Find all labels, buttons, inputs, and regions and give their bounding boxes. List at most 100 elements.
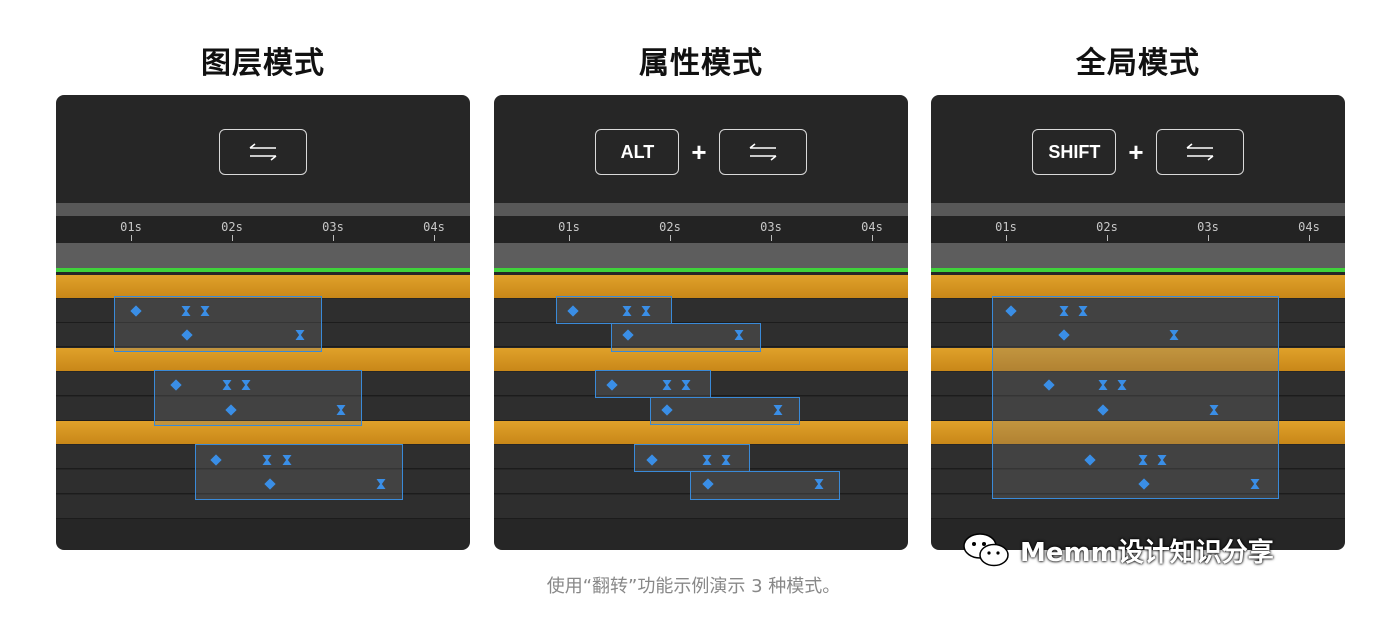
swap-key	[1155, 129, 1244, 175]
tick-mark	[1309, 235, 1310, 241]
property-track[interactable]	[494, 445, 908, 469]
wechat-icon	[963, 533, 1009, 567]
tick-mark	[569, 235, 570, 241]
layer-bar[interactable]	[56, 275, 470, 298]
layer-bar[interactable]	[931, 275, 1345, 298]
tick-mark	[333, 235, 334, 241]
easy-ease-keyframe-icon[interactable]	[734, 330, 744, 340]
swap-arrows-icon	[749, 143, 777, 161]
shortcut-keys: SHIFT +	[931, 128, 1345, 176]
property-track[interactable]	[931, 397, 1345, 421]
watermark: Memm设计知识分享	[960, 530, 1274, 570]
tick-mark	[1107, 235, 1108, 241]
keyframe-selection-box[interactable]	[690, 471, 840, 500]
work-area-bar[interactable]	[494, 243, 908, 268]
easy-ease-keyframe-icon[interactable]	[262, 455, 272, 465]
property-track[interactable]	[56, 323, 470, 347]
layer-bar[interactable]	[494, 421, 908, 444]
key-shift: SHIFT	[1032, 129, 1117, 175]
property-track[interactable]	[931, 495, 1345, 519]
property-track[interactable]	[931, 323, 1345, 347]
easy-ease-keyframe-icon[interactable]	[1059, 306, 1069, 316]
keyframe-selection-box[interactable]	[611, 323, 761, 352]
property-track[interactable]	[56, 397, 470, 421]
property-track[interactable]	[931, 470, 1345, 494]
easy-ease-keyframe-icon[interactable]	[1138, 455, 1148, 465]
property-track[interactable]	[56, 372, 470, 396]
easy-ease-keyframe-icon[interactable]	[1157, 455, 1167, 465]
property-track[interactable]	[931, 299, 1345, 323]
easy-ease-keyframe-icon[interactable]	[662, 380, 672, 390]
layer-bar[interactable]	[931, 348, 1345, 371]
layer-bar[interactable]	[494, 348, 908, 371]
keyframe-selection-box[interactable]	[195, 444, 403, 500]
swap-key	[219, 129, 307, 175]
ruler-header	[931, 203, 1345, 216]
easy-ease-keyframe-icon[interactable]	[295, 330, 305, 340]
easy-ease-keyframe-icon[interactable]	[222, 380, 232, 390]
easy-ease-keyframe-icon[interactable]	[641, 306, 651, 316]
property-track[interactable]	[494, 372, 908, 396]
tick-mark	[1208, 235, 1209, 241]
easy-ease-keyframe-icon[interactable]	[1250, 479, 1260, 489]
property-track[interactable]	[494, 397, 908, 421]
tick-label: 01s	[995, 220, 1017, 234]
tick-label: 03s	[322, 220, 344, 234]
easy-ease-keyframe-icon[interactable]	[1169, 330, 1179, 340]
plus-sign: +	[691, 136, 707, 167]
property-track[interactable]	[56, 299, 470, 323]
property-track[interactable]	[56, 445, 470, 469]
easy-ease-keyframe-icon[interactable]	[622, 306, 632, 316]
work-area-bar[interactable]	[56, 243, 470, 268]
easy-ease-keyframe-icon[interactable]	[200, 306, 210, 316]
tick-mark	[670, 235, 671, 241]
work-area-bar[interactable]	[931, 243, 1345, 268]
layer-bar[interactable]	[931, 421, 1345, 444]
tick-label: 04s	[423, 220, 445, 234]
property-track[interactable]	[931, 445, 1345, 469]
property-track[interactable]	[931, 372, 1345, 396]
layer-bar[interactable]	[494, 275, 908, 298]
easy-ease-keyframe-icon[interactable]	[1078, 306, 1088, 316]
easy-ease-keyframe-icon[interactable]	[814, 479, 824, 489]
easy-ease-keyframe-icon[interactable]	[282, 455, 292, 465]
easy-ease-keyframe-icon[interactable]	[702, 455, 712, 465]
keyframe-selection-box[interactable]	[114, 296, 322, 352]
easy-ease-keyframe-icon[interactable]	[376, 479, 386, 489]
tick-mark	[232, 235, 233, 241]
tick-label: 01s	[558, 220, 580, 234]
tick-mark	[771, 235, 772, 241]
property-track[interactable]	[494, 323, 908, 347]
easy-ease-keyframe-icon[interactable]	[181, 306, 191, 316]
easy-ease-keyframe-icon[interactable]	[1209, 405, 1219, 415]
easy-ease-keyframe-icon[interactable]	[1098, 380, 1108, 390]
property-track[interactable]	[494, 299, 908, 323]
easy-ease-keyframe-icon[interactable]	[1117, 380, 1127, 390]
tick-mark	[1006, 235, 1007, 241]
plus-sign: +	[1128, 136, 1144, 167]
key-alt: ALT	[595, 129, 680, 175]
property-track[interactable]	[56, 470, 470, 494]
panel-title-property-mode: 属性模式	[639, 46, 763, 81]
keyframe-selection-box[interactable]	[992, 296, 1279, 499]
tick-mark	[434, 235, 435, 241]
layer-bar[interactable]	[56, 348, 470, 371]
keyframe-selection-box[interactable]	[154, 370, 362, 426]
easy-ease-keyframe-icon[interactable]	[241, 380, 251, 390]
easy-ease-keyframe-icon[interactable]	[681, 380, 691, 390]
panel-title-layer-mode: 图层模式	[201, 46, 325, 81]
easy-ease-keyframe-icon[interactable]	[336, 405, 346, 415]
easy-ease-keyframe-icon[interactable]	[721, 455, 731, 465]
easy-ease-keyframe-icon[interactable]	[773, 405, 783, 415]
swap-arrows-icon	[249, 143, 277, 161]
tick-mark	[872, 235, 873, 241]
ruler-header	[56, 203, 470, 216]
layer-bar[interactable]	[56, 421, 470, 444]
keyframe-selection-box[interactable]	[650, 397, 800, 425]
